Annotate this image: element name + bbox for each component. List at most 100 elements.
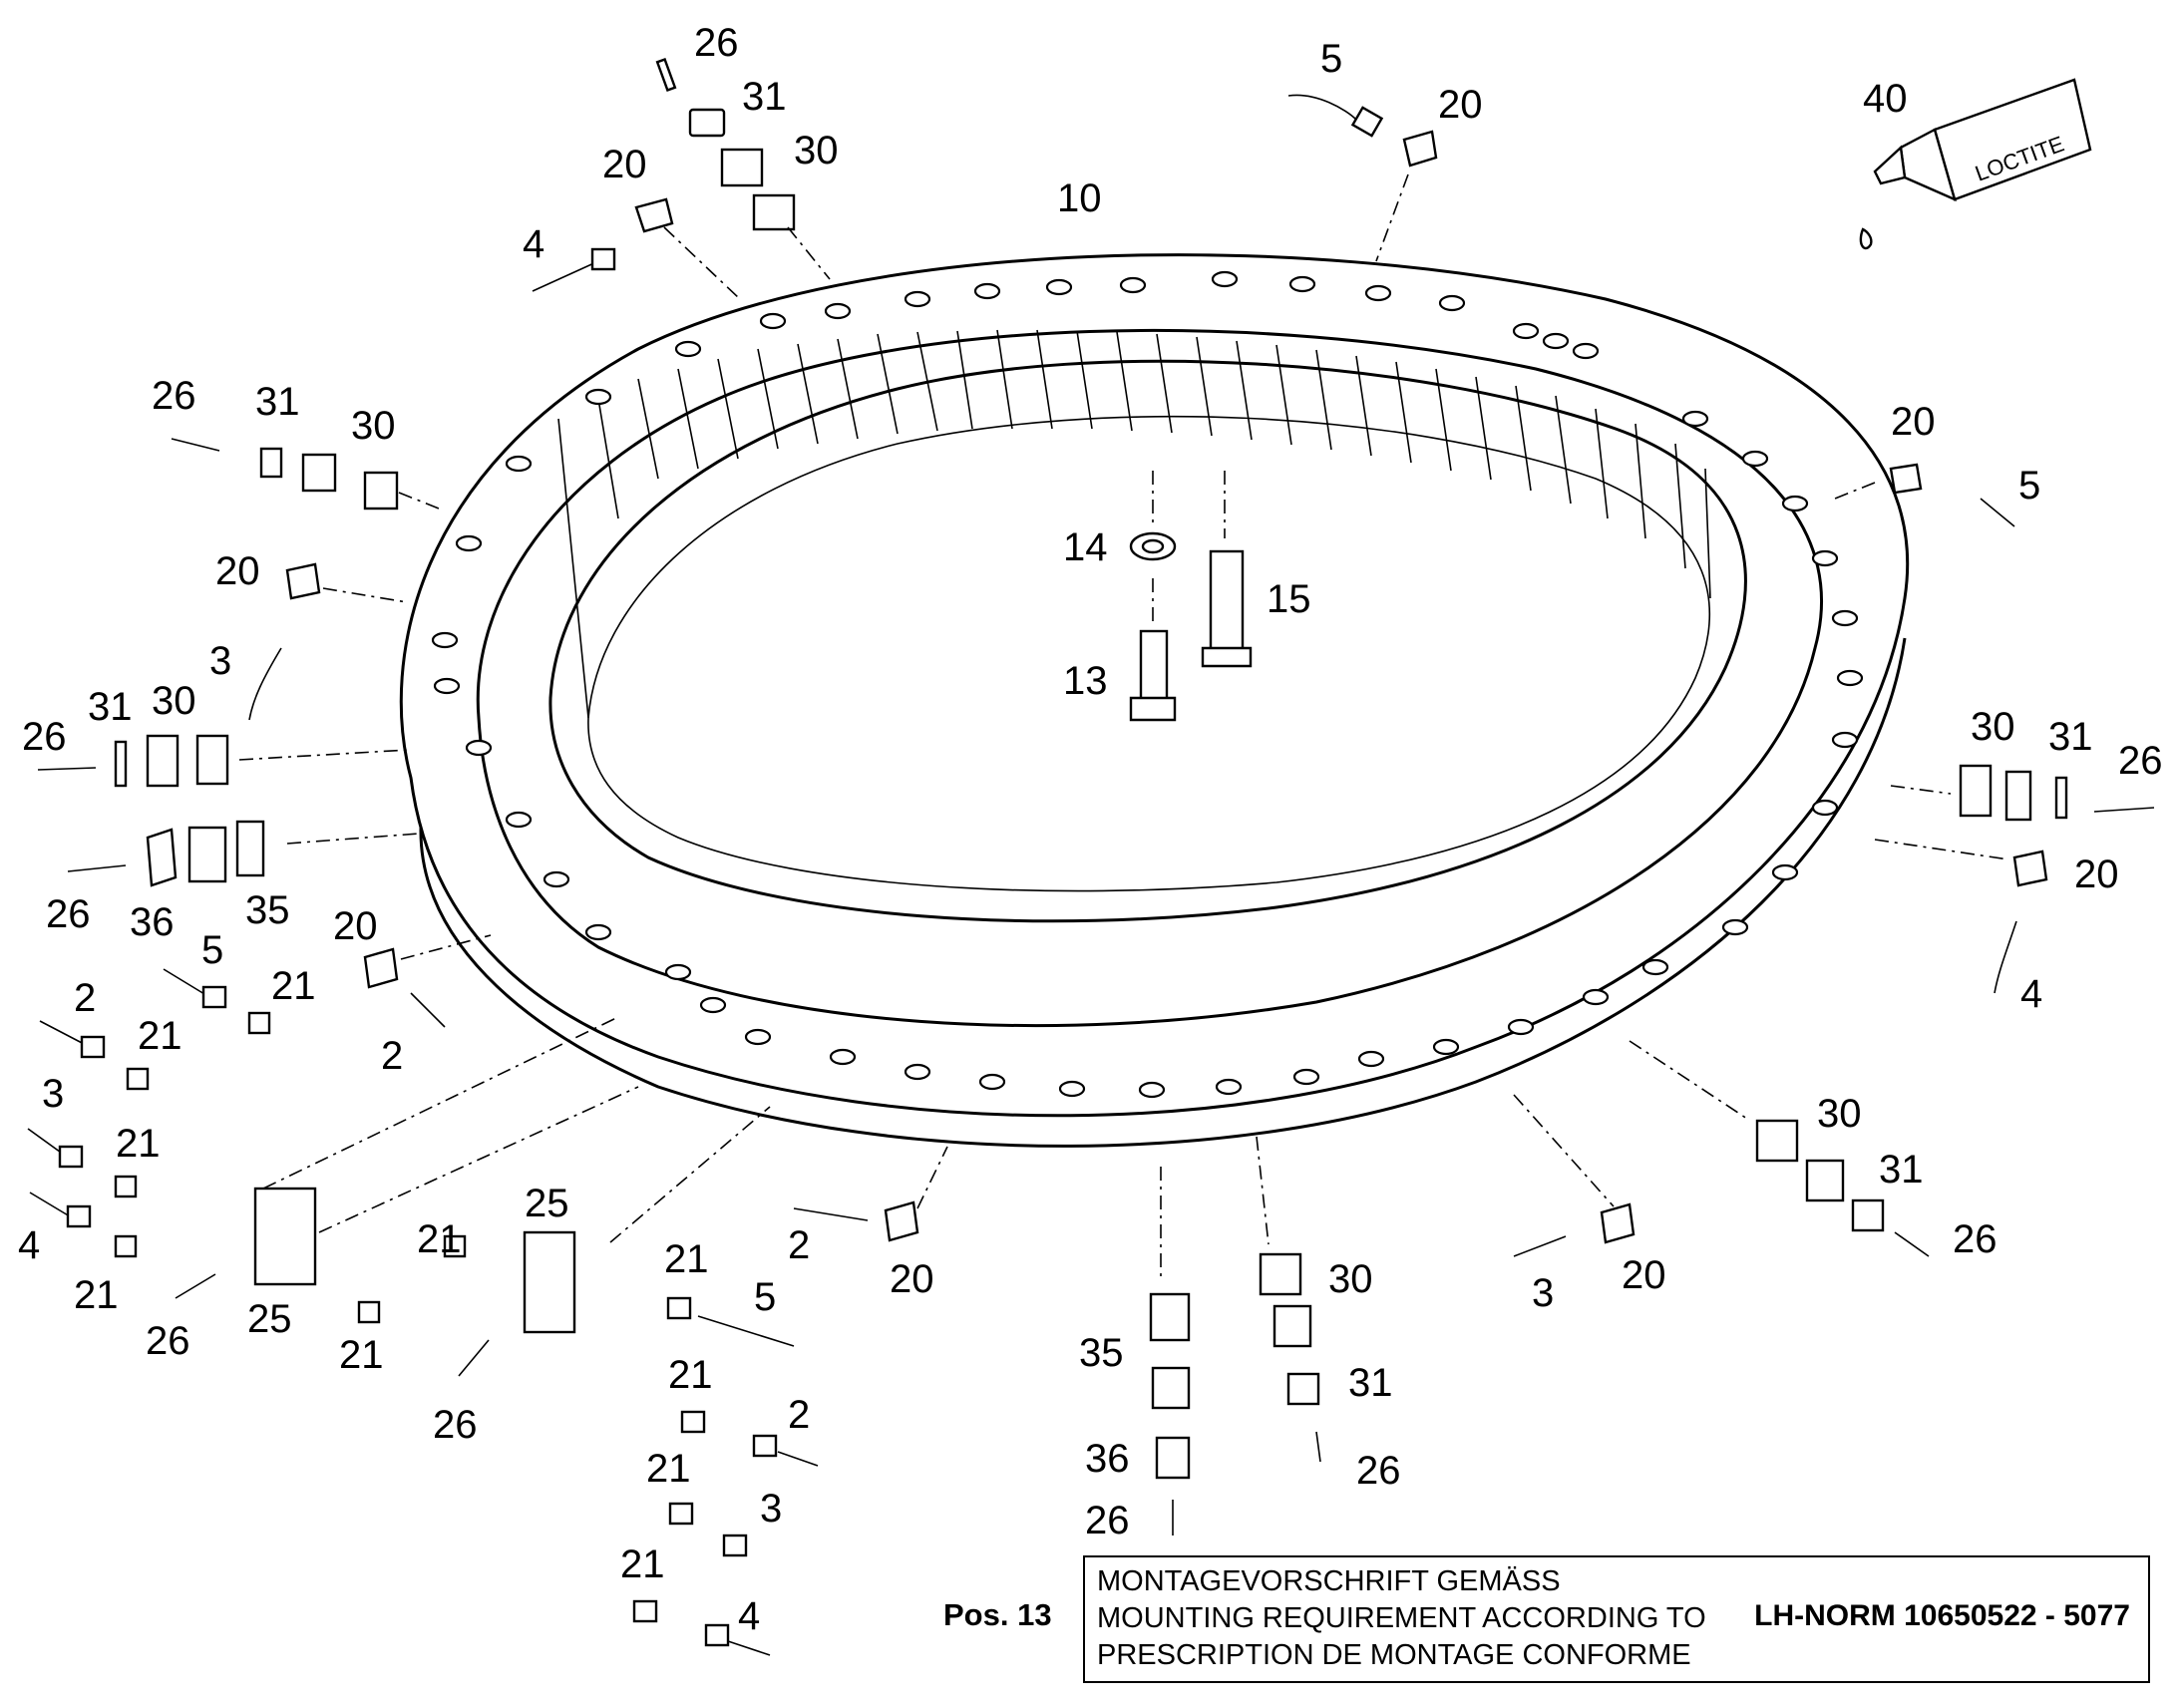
bolt-hole <box>1438 294 1466 312</box>
block-30 <box>1755 1119 1799 1163</box>
ring-bolt-circle-edge <box>476 328 1823 1028</box>
callout: 15 <box>1267 577 1311 621</box>
hardware-left <box>37 734 420 887</box>
drop-icon <box>1859 227 1873 250</box>
callout: 35 <box>1079 1331 1124 1375</box>
bolt-hole <box>759 312 787 330</box>
bolt-hole <box>1507 1018 1535 1036</box>
callout: 20 <box>2074 853 2119 896</box>
block-30b <box>363 471 399 511</box>
callout: 26 <box>433 1403 478 1447</box>
bolt-hole <box>1138 1081 1166 1099</box>
ring-outer-edge <box>399 253 1910 1118</box>
bolt-hole <box>1211 270 1239 288</box>
bolt-hole <box>1741 450 1769 468</box>
callout-labels: 10 40 14 15 13 26 31 30 20 4 5 20 20 5 2… <box>18 21 2163 1638</box>
callout: 10 <box>1057 176 1102 220</box>
callout: 21 <box>116 1122 161 1166</box>
bolt-hole <box>1781 495 1809 512</box>
callout: 31 <box>88 685 133 729</box>
bolt-hole <box>1811 799 1839 817</box>
note-line-french: PRESCRIPTION DE MONTAGE CONFORME <box>1097 1639 1691 1671</box>
bolt-hole <box>1771 863 1799 881</box>
bolt-hole <box>1721 918 1749 936</box>
bolt-hole <box>543 870 570 888</box>
bolt-hole <box>1288 275 1316 293</box>
callout: 21 <box>664 1237 709 1281</box>
plate-31 <box>259 447 283 479</box>
callout: 36 <box>130 900 175 944</box>
callout: 20 <box>333 904 378 948</box>
callout: 21 <box>271 964 316 1008</box>
callout: 26 <box>46 892 91 936</box>
callout: 31 <box>1348 1361 1393 1405</box>
bolt-hole <box>584 388 612 406</box>
tube-body <box>1933 78 2092 201</box>
bolt-hole <box>433 677 461 695</box>
callout: 2 <box>788 1393 810 1437</box>
mounting-note-lines: MONTAGEVORSCHRIFT GEMÄSS MOUNTING REQUIR… <box>1097 1563 1706 1674</box>
callout: 20 <box>890 1257 934 1301</box>
bolt-hole <box>1058 1080 1086 1098</box>
callout: 31 <box>255 380 300 424</box>
callout: 30 <box>794 129 839 172</box>
plate-31 <box>688 108 726 138</box>
callout: 21 <box>138 1014 182 1058</box>
hardware-right <box>1874 764 2155 994</box>
bolt-hole <box>505 811 533 829</box>
callout: 26 <box>2118 739 2163 783</box>
bolt-13 <box>1139 629 1169 703</box>
callout: 5 <box>1320 37 1342 81</box>
callout: 21 <box>417 1217 462 1261</box>
callout: 2 <box>74 976 96 1020</box>
block-30 <box>1259 1252 1302 1296</box>
norm-reference: LH-NORM 10650522 - 5077 <box>1754 1599 2130 1632</box>
callout: 26 <box>1953 1217 1998 1261</box>
block-30 <box>720 148 764 187</box>
bolt-hole <box>1681 410 1709 428</box>
bolt-hole <box>1831 609 1859 627</box>
block-35b <box>235 820 265 877</box>
hardware-upper-left <box>171 438 440 721</box>
callout: 26 <box>1085 1499 1130 1542</box>
callout: 30 <box>1817 1092 1862 1136</box>
bolt-hole <box>1364 284 1392 302</box>
bolt-holes <box>431 270 1864 1099</box>
callout: 5 <box>2018 464 2040 508</box>
block-30b <box>752 193 796 231</box>
bolt-hole <box>1582 988 1610 1006</box>
bolt-hole <box>1811 549 1839 567</box>
bolt-hole <box>699 996 727 1014</box>
bolt-hole <box>431 631 459 649</box>
hardware-top <box>532 57 831 300</box>
bolt-hole <box>1432 1038 1460 1056</box>
position-label: Pos. 13 <box>943 1597 1052 1632</box>
block-31 <box>1805 1159 1845 1202</box>
elbow-fitting-20 <box>1600 1202 1635 1244</box>
mounting-note-box: MONTAGEVORSCHRIFT GEMÄSS MOUNTING REQUIR… <box>1083 1555 2150 1683</box>
callout: 25 <box>525 1182 569 1225</box>
block-30 <box>1959 764 1993 818</box>
callout: 3 <box>209 639 231 683</box>
callout: 4 <box>2020 972 2042 1016</box>
bolt-hole <box>455 534 483 552</box>
callout: 26 <box>22 715 67 759</box>
bolt-hole <box>1045 278 1073 296</box>
callout: 26 <box>146 1319 190 1363</box>
bolt-hole <box>674 340 702 358</box>
callout: 5 <box>201 928 223 972</box>
bolt-hole <box>1119 276 1147 294</box>
block-30 <box>301 453 337 493</box>
callout: 13 <box>1063 659 1108 703</box>
hardware-bottom-center <box>443 1106 819 1656</box>
ring-gear-tips <box>587 415 1711 892</box>
elbow-fitting-20 <box>363 947 399 989</box>
callout: 26 <box>694 21 739 65</box>
callout: 21 <box>646 1447 691 1491</box>
bolt-hole <box>584 923 612 941</box>
elbow-fitting-20 <box>1402 130 1438 168</box>
block-35 <box>1149 1292 1191 1342</box>
plate-31 <box>2054 776 2068 820</box>
bolt-hole <box>664 963 692 981</box>
callout: 36 <box>1085 1437 1130 1481</box>
